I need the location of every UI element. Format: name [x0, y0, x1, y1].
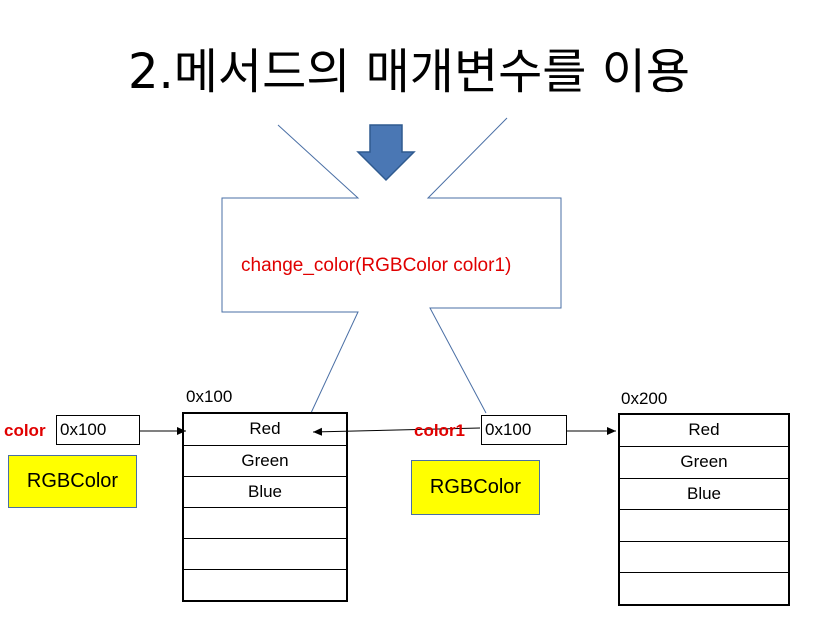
- field-blue: Blue: [620, 479, 788, 510]
- field-red: Red: [620, 415, 788, 447]
- callout-text: change_color(RGBColor color1): [241, 255, 512, 276]
- field-empty: [620, 510, 788, 542]
- pointer-arrow-shared: [312, 427, 481, 436]
- address-label-left: 0x100: [186, 387, 233, 406]
- field-green: Green: [620, 447, 788, 479]
- field-empty: [620, 542, 788, 573]
- callout-shape: [221, 117, 562, 414]
- address-label-right: 0x200: [621, 389, 668, 408]
- field-blue: Blue: [184, 477, 346, 508]
- field-green: Green: [184, 446, 346, 477]
- object-box-right: Red Green Blue: [618, 413, 790, 606]
- field-empty: [184, 508, 346, 539]
- type-box-left: RGBColor: [8, 455, 137, 508]
- object-box-left: Red Green Blue: [182, 412, 348, 602]
- var-color-label: color: [4, 421, 46, 440]
- pointer-box-color: 0x100: [56, 415, 140, 445]
- page-title: 2.메서드의 매개변수를 이용: [127, 44, 691, 100]
- pointer-box-color1: 0x100: [481, 415, 567, 445]
- field-empty: [184, 570, 346, 600]
- var-color1-label: color1: [414, 421, 466, 440]
- field-empty: [184, 539, 346, 570]
- field-empty: [620, 573, 788, 604]
- down-arrow-icon: [356, 124, 416, 182]
- field-red: Red: [184, 414, 346, 446]
- type-box-right: RGBColor: [411, 460, 540, 515]
